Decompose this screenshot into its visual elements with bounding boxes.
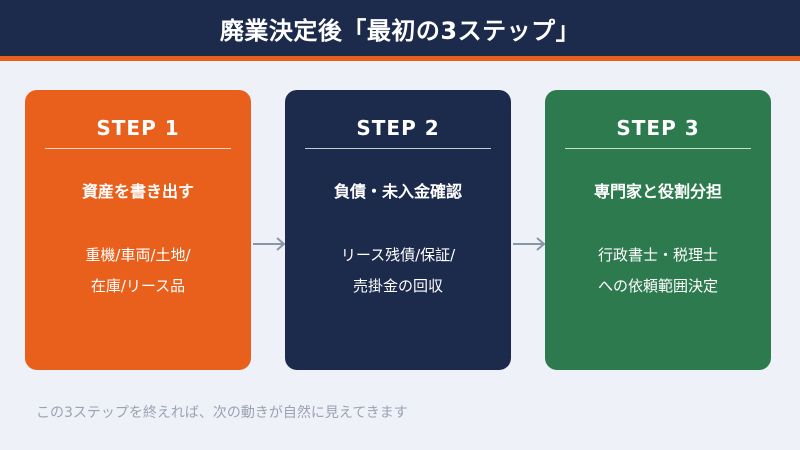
step-description-line: 行政書士・税理士 <box>597 246 718 264</box>
card-divider <box>565 148 751 149</box>
step-card-2: STEP 2 負債・未入金確認 リース残債/保証/ 売掛金の回収 <box>285 90 511 370</box>
step-description-line: への依頼範囲決定 <box>597 277 718 295</box>
step-description-line: 在庫/リース品 <box>90 277 186 295</box>
step-description-line: リース残債/保証/ <box>340 246 456 264</box>
arrow-right-icon <box>253 237 286 251</box>
step-label: STEP 3 <box>616 116 700 140</box>
header-bar: 廃業決定後「最初の3ステップ」 <box>0 0 800 56</box>
step-label: STEP 1 <box>96 116 180 140</box>
step-label: STEP 2 <box>356 116 440 140</box>
accent-bar <box>0 56 800 61</box>
card-divider <box>45 148 231 149</box>
step-heading: 負債・未入金確認 <box>333 182 462 201</box>
card-divider <box>305 148 491 149</box>
page-title: 廃業決定後「最初の3ステップ」 <box>219 16 581 45</box>
arrow-right-icon <box>513 237 546 251</box>
step-card-3: STEP 3 専門家と役割分担 行政書士・税理士 への依頼範囲決定 <box>545 90 771 370</box>
step-description: リース残債/保証/ 売掛金の回収 <box>285 240 511 302</box>
footer-note: この3ステップを終えれば、次の動きが自然に見えてきます <box>36 405 408 421</box>
step-description-line: 重機/車両/土地/ <box>85 246 191 264</box>
step-heading: 資産を書き出す <box>81 182 194 201</box>
step-description: 行政書士・税理士 への依頼範囲決定 <box>545 240 771 302</box>
step-card-1: STEP 1 資産を書き出す 重機/車両/土地/ 在庫/リース品 <box>25 90 251 370</box>
step-description: 重機/車両/土地/ 在庫/リース品 <box>25 240 251 302</box>
step-description-line: 売掛金の回収 <box>352 277 443 295</box>
step-heading: 専門家と役割分担 <box>593 182 722 201</box>
